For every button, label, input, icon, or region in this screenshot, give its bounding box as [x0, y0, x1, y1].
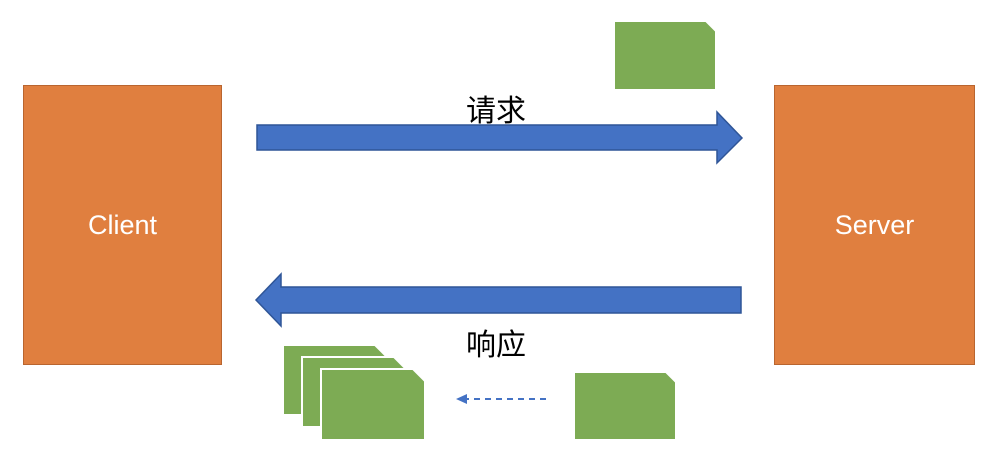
server-node: Server	[774, 85, 975, 365]
response-label: 响应	[466, 328, 526, 363]
request-arrow	[256, 110, 744, 165]
response-packet-icon	[573, 371, 677, 441]
received-packets-stack	[282, 344, 426, 441]
request-packet-icon	[613, 20, 717, 91]
stacked-packet-icon	[320, 368, 426, 441]
transfer-arrowhead-icon	[456, 394, 467, 404]
request-label: 请求	[466, 94, 526, 129]
server-label: Server	[834, 209, 915, 240]
client-label: Client	[87, 209, 158, 240]
response-arrow	[254, 272, 742, 328]
client-node: Client	[23, 85, 222, 365]
